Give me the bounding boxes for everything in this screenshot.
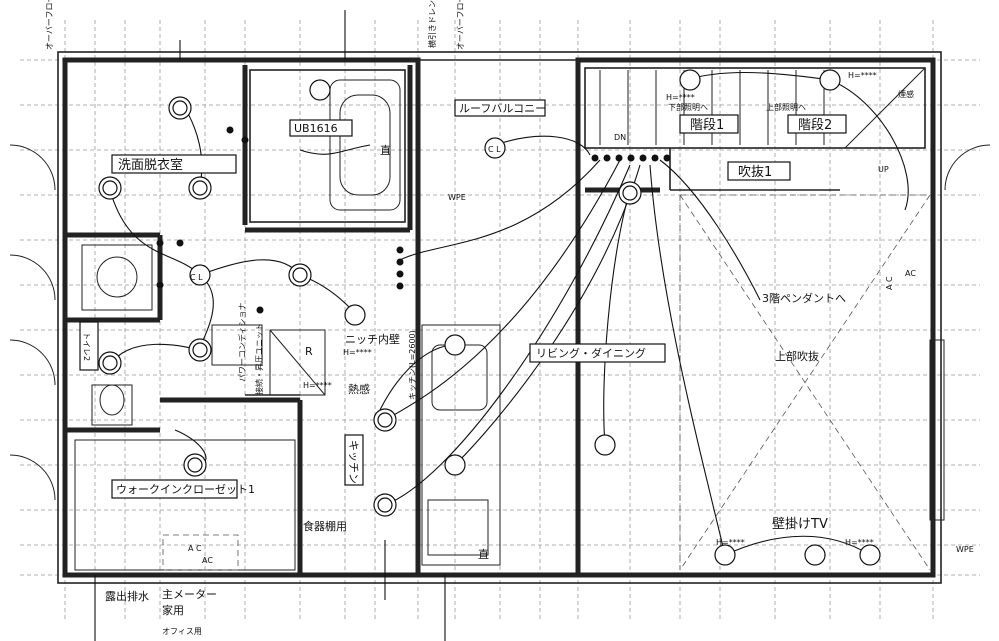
note-h4: H=****: [666, 93, 695, 102]
label-living: リビング・ダイニング: [536, 346, 646, 360]
note-overflow-right: オーバーフロー: [456, 0, 465, 50]
fixture-circle: [344, 304, 366, 326]
note-up: UP: [878, 165, 889, 174]
switch-dot: [603, 154, 611, 162]
note-upper-light: 上部照明へ: [766, 102, 806, 112]
label-stairs1: 階段1: [690, 118, 724, 133]
downlight-fixture: [183, 453, 207, 477]
fixture-circle: [444, 334, 466, 356]
fixture-circle: [819, 69, 841, 91]
note-h5: H=****: [716, 538, 745, 547]
note-ac-living-spaced: A C: [885, 276, 894, 290]
fixture-circle: [804, 544, 826, 566]
note-ac-living: AC: [905, 269, 916, 278]
switch-dot: [396, 270, 404, 278]
label-closet: ウォークインクローゼット1: [116, 483, 255, 496]
note-household: 家用: [162, 603, 184, 617]
note-direct-kitchen: 直: [478, 547, 489, 561]
note-kitchen-line: キッチン(L=2600): [408, 330, 417, 400]
label-washroom: 洗面脱衣室: [118, 157, 183, 173]
switch-dot: [241, 136, 249, 144]
switch-dot: [226, 126, 234, 134]
label-niche: ニッチ内壁: [345, 332, 400, 346]
note-cl-1: C L: [488, 145, 501, 154]
labels: 洗面脱衣室 UB1616 ルーフバルコニー 階段1 階段2 吹抜1 トイレ2 キ…: [45, 0, 974, 636]
note-power-conditioner: パワーコンディショナ: [237, 303, 247, 382]
fixture-circle: [189, 264, 211, 286]
switch-dot: [627, 154, 635, 162]
note-drain: 横引きドレン: [427, 0, 437, 48]
note-wpe-2: WPE: [956, 545, 974, 554]
note-h3: H=****: [848, 71, 877, 80]
downlight-fixture: [98, 176, 122, 200]
downlight-fixture: [168, 96, 192, 120]
downlight-fixture: [618, 181, 642, 205]
switch-dot: [591, 154, 599, 162]
note-dish-shelf: 食器棚用: [303, 519, 347, 533]
fixture-circle: [309, 79, 331, 101]
downlight-fixture: [98, 351, 122, 375]
label-kitchen: キッチン: [347, 440, 360, 484]
downlight-fixture: [188, 338, 212, 362]
downlight-fixture: [373, 493, 397, 517]
downlight-fixture: [188, 176, 212, 200]
note-h2: H=****: [303, 381, 332, 390]
downlight-fixture: [373, 408, 397, 432]
label-stairs2: 階段2: [798, 118, 832, 133]
note-exposed-drain: 露出排水: [105, 589, 149, 603]
switch-dot: [651, 154, 659, 162]
downlight-fixture: [288, 263, 312, 287]
note-h1: H=****: [343, 348, 372, 357]
label-bath: UB1616: [294, 122, 338, 135]
note-overflow-left: オーバーフロー: [45, 0, 54, 50]
label-void1: 吹抜1: [738, 164, 772, 180]
switch-dot: [396, 246, 404, 254]
label-roof-balcony: ルーフバルコニー: [459, 102, 546, 115]
switch-dot: [396, 282, 404, 290]
walls: [9, 51, 991, 584]
switch-dot: [615, 154, 623, 162]
note-wpe-1: WPE: [448, 193, 466, 202]
fixture-circle: [679, 69, 701, 91]
fixture-circle: [859, 544, 881, 566]
note-ac-closet-spaced: A C: [188, 544, 202, 553]
note-main-meter: 主メーター: [162, 588, 217, 601]
switch-dot: [156, 281, 164, 289]
switch-dot: [156, 239, 164, 247]
fixture-circle: [594, 434, 616, 456]
fixtures: [98, 69, 881, 566]
note-h6: H=****: [845, 538, 874, 547]
note-smoke-sensor: 煙感: [898, 89, 914, 99]
label-toilet: トイレ2: [82, 332, 91, 361]
switch-dot: [176, 239, 184, 247]
note-connect-box: 接続・昇圧ユニット: [254, 323, 264, 395]
label-upper-void: 上部吹抜: [775, 349, 819, 363]
fixture-circle: [714, 544, 736, 566]
note-lower-light: 下部照明へ: [668, 102, 708, 112]
switch-dot: [639, 154, 647, 162]
note-heat-sensor: 熱感: [348, 383, 370, 396]
note-wall-tv: 壁掛けTV: [772, 517, 828, 532]
fixture-circle: [484, 137, 506, 159]
note-cl-2: C L: [190, 273, 203, 282]
note-office: オフィス用: [162, 627, 202, 636]
label-r: R: [305, 345, 313, 358]
fixture-circle: [444, 454, 466, 476]
note-direct-bath: 直: [380, 143, 391, 157]
switch-dot: [663, 154, 671, 162]
note-pendant: 3階ペンダントへ: [762, 291, 846, 305]
note-dn: DN: [614, 133, 626, 142]
note-ac-closet: AC: [202, 556, 213, 565]
switch-dot: [396, 258, 404, 266]
switch-dot: [256, 306, 264, 314]
